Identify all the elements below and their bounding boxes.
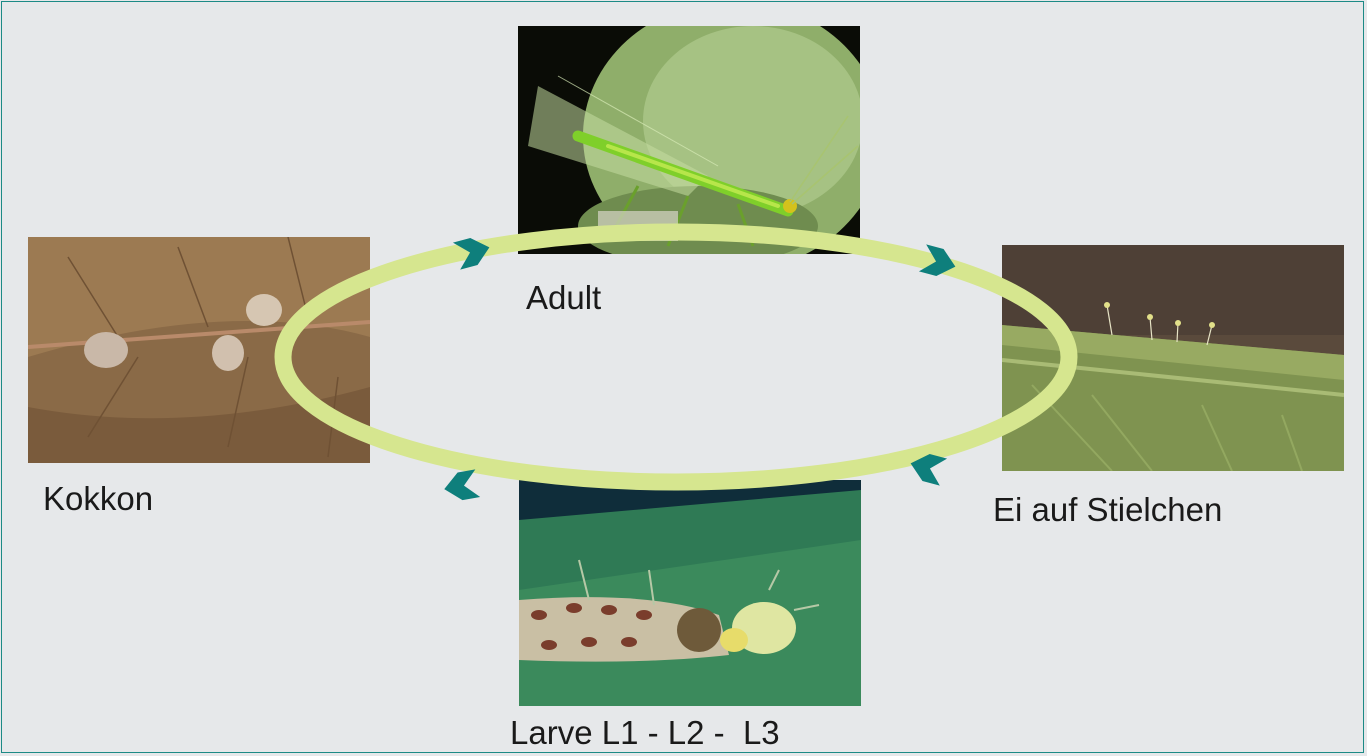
larva-label: Larve L1 - L2 - L3 (510, 716, 780, 749)
egg-label: Ei auf Stielchen (993, 493, 1222, 526)
adult-label: Adult (526, 281, 601, 314)
cycle-ellipse (283, 232, 1069, 482)
chevron-arrow-icon (442, 469, 480, 502)
cocoon-label: Kokkon (43, 482, 153, 515)
